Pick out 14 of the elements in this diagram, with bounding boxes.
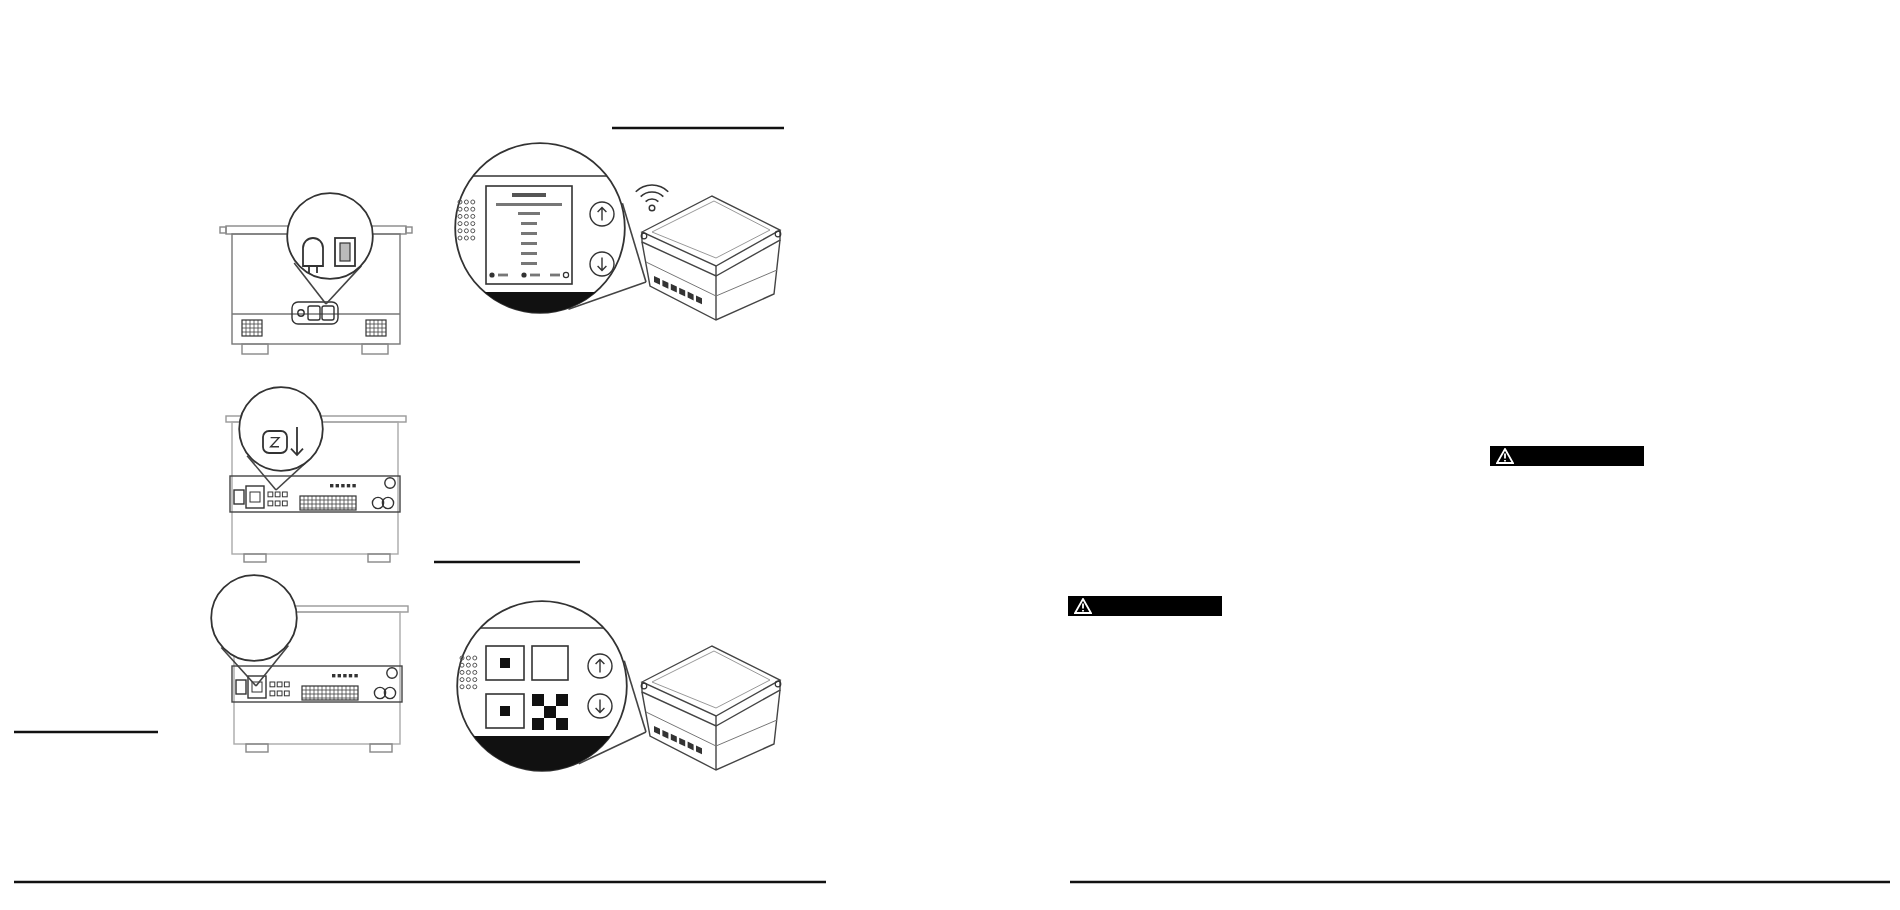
magnifier-circle (454, 142, 626, 314)
magnifier-circle (237, 385, 323, 471)
leader-line (621, 202, 647, 283)
leader-line (567, 281, 647, 310)
leader-line (623, 660, 647, 733)
leader-line (220, 646, 257, 687)
leader-line (255, 644, 290, 687)
leader-line (325, 265, 363, 305)
leader-line (293, 262, 327, 305)
leader-line (577, 731, 647, 765)
magnifier-circle (210, 574, 298, 662)
magnifier-circle (285, 192, 373, 280)
magnifier-circle (456, 600, 628, 772)
leader-line (246, 454, 277, 491)
